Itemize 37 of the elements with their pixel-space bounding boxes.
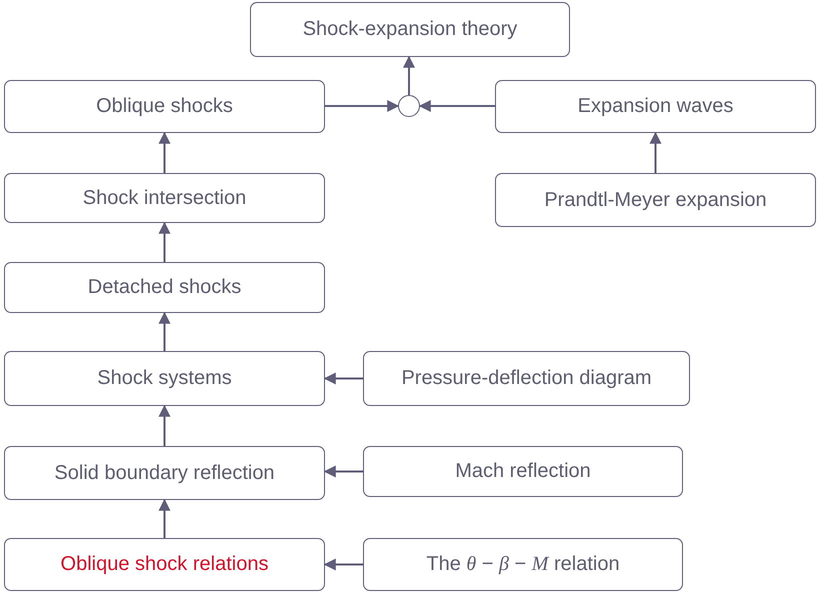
box-label: Oblique shock relations	[60, 553, 270, 576]
topic-box	[4, 262, 325, 313]
arrow	[325, 100, 400, 112]
arrow	[403, 56, 415, 95]
topic-box	[4, 173, 325, 223]
arrow	[324, 466, 363, 478]
topic-box	[4, 351, 325, 406]
arrow	[158, 404, 170, 446]
topic-box	[4, 538, 325, 591]
box-label: Oblique shocks	[95, 95, 234, 118]
topic-box	[495, 173, 816, 227]
arrow	[158, 222, 170, 262]
topic-box	[495, 80, 816, 133]
arrow	[650, 132, 662, 173]
arrow	[418, 100, 495, 112]
box-label: Mach reflection	[454, 460, 592, 483]
topic-box	[363, 538, 683, 591]
arrow	[158, 132, 170, 173]
topic-box	[4, 80, 325, 133]
arrow	[158, 498, 170, 538]
arrow	[324, 558, 363, 570]
box-label: Shock intersection	[82, 186, 248, 210]
topic-box	[250, 2, 570, 57]
box-label: Prandtl-Meyer expansion	[543, 188, 768, 212]
box-label: Expansion waves	[576, 95, 734, 118]
box-label: Detached shocks	[86, 276, 242, 299]
topic-box	[363, 446, 683, 497]
box-label: Pressure-deflection diagram	[400, 367, 653, 390]
arrow	[158, 312, 170, 351]
topic-box	[4, 446, 325, 500]
box-label: Shock systems	[96, 367, 233, 390]
box-label: Solid boundary reflection	[53, 462, 276, 484]
box-label: Shock-expansion theory	[302, 18, 518, 41]
arrow	[324, 372, 363, 384]
junction-circle	[398, 95, 420, 117]
topic-box	[363, 351, 690, 406]
box-label: The θ − β − M relation	[425, 553, 621, 576]
